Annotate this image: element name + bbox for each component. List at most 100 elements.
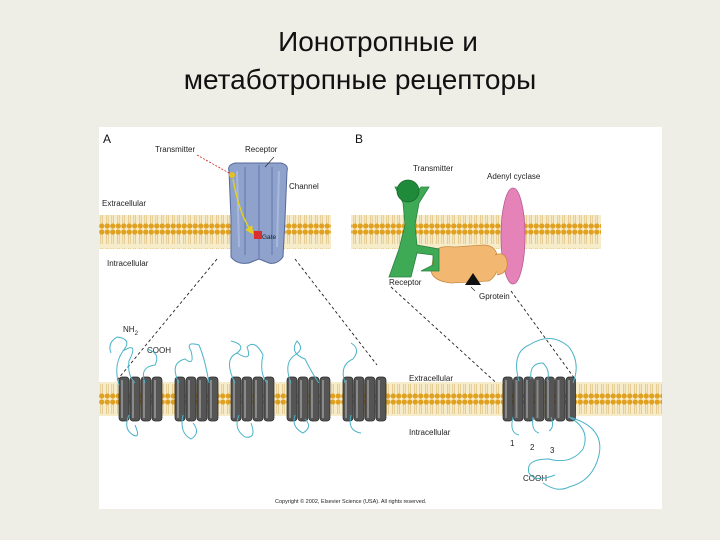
transmitter-molecule xyxy=(229,172,235,178)
panel-b-receptor-label: Receptor xyxy=(389,278,422,287)
loop-number-1: 1 xyxy=(510,439,515,448)
helix-highlight xyxy=(121,380,123,418)
helix-highlight xyxy=(311,380,313,418)
panel-a-membrane xyxy=(99,215,331,249)
transmembrane-helix xyxy=(353,376,365,422)
transmembrane-helix xyxy=(555,376,566,422)
helix-highlight xyxy=(255,380,257,418)
transmembrane-helix xyxy=(185,376,197,422)
transmembrane-helix xyxy=(252,376,264,422)
helix-highlight xyxy=(505,380,507,418)
helix-highlight xyxy=(154,380,156,418)
helix-bundle xyxy=(342,376,387,422)
helix-highlight xyxy=(356,380,358,418)
slide-title-line-2: метаботропные рецепторы xyxy=(183,64,537,95)
transmembrane-helix xyxy=(174,376,186,422)
slide-title-line-1: Ионотропные и xyxy=(278,26,478,57)
helix-highlight xyxy=(557,380,560,418)
helix-highlight xyxy=(367,380,369,418)
helix-bundles xyxy=(118,376,576,422)
loop-number-2: 2 xyxy=(530,443,535,452)
transmembrane-helix xyxy=(375,376,387,422)
copyright-text: Copyright © 2002, Elsevier Science (USA)… xyxy=(275,498,427,505)
transmembrane-helix xyxy=(129,376,141,422)
helix-highlight xyxy=(266,380,268,418)
gate-label: Gate xyxy=(262,234,276,241)
receptor-figure: A Transmitter Receptor Channel Extracell… xyxy=(99,127,662,509)
helix-highlight xyxy=(322,380,324,418)
helix-highlight xyxy=(547,380,549,418)
helix-highlight xyxy=(188,380,190,418)
helix-highlight xyxy=(515,380,518,418)
metabotropic-receptor xyxy=(388,179,440,278)
figure-svg: A Transmitter Receptor Channel Extracell… xyxy=(99,132,662,505)
gprotein-pointer-line xyxy=(470,286,476,292)
transmembrane-helix xyxy=(286,376,298,422)
cooh-right-label: COOH xyxy=(523,474,547,483)
ion-channel-receptor xyxy=(228,162,288,264)
helix-bundle xyxy=(286,376,331,422)
panel-a-extracellular-label: Extracellular xyxy=(102,199,146,208)
projection-lines xyxy=(112,258,576,390)
helix-highlight xyxy=(199,380,201,418)
panel-a-receptor-label: Receptor xyxy=(245,145,278,154)
transmembrane-helix xyxy=(544,376,555,422)
panel-a-letter: A xyxy=(103,132,111,146)
helix-bundle xyxy=(502,376,576,422)
helix-highlight xyxy=(536,380,539,418)
receptor-pointer-line xyxy=(264,156,275,168)
helix-highlight xyxy=(233,380,235,418)
transmembrane-helix xyxy=(523,376,534,422)
helix-highlight xyxy=(378,380,380,418)
panel-a-transmitter-label: Transmitter xyxy=(155,145,195,154)
helix-highlight xyxy=(210,380,212,418)
peptide-chains xyxy=(109,336,601,490)
transmembrane-helix xyxy=(196,376,208,422)
helix-highlight xyxy=(132,380,134,418)
transmembrane-helix xyxy=(230,376,242,422)
transmembrane-helix xyxy=(263,376,275,422)
transmitter-pointer-line xyxy=(196,154,230,174)
panel-b-membrane xyxy=(351,215,601,249)
helix-bundle xyxy=(230,376,275,422)
helix-bundle xyxy=(174,376,219,422)
transmembrane-helix xyxy=(241,376,253,422)
transmembrane-helix xyxy=(207,376,219,422)
helix-highlight xyxy=(526,380,528,418)
transmembrane-helix xyxy=(513,376,524,422)
transmembrane-helix xyxy=(118,376,130,422)
helix-highlight xyxy=(345,380,347,418)
bottom-extracellular-label: Extracellular xyxy=(409,374,453,383)
gprotein-label: Gprotein xyxy=(479,292,510,301)
helix-bundle xyxy=(118,376,163,422)
gate-marker xyxy=(254,231,262,239)
transmitter-ligand xyxy=(396,179,420,203)
bottom-intracellular-label: Intracellular xyxy=(409,428,451,437)
transmembrane-helix xyxy=(297,376,309,422)
transmembrane-helix xyxy=(534,376,545,422)
helix-highlight xyxy=(568,380,570,418)
signal-arrow xyxy=(232,178,254,235)
adenyl-cyclase-label: Adenyl cyclase xyxy=(487,172,541,181)
loop-number-3: 3 xyxy=(550,446,555,455)
helix-highlight xyxy=(300,380,302,418)
transmembrane-helix xyxy=(140,376,152,422)
helix-highlight xyxy=(143,380,145,418)
helix-highlight xyxy=(244,380,246,418)
helix-highlight xyxy=(177,380,179,418)
helix-highlight xyxy=(289,380,291,418)
transmembrane-helix xyxy=(342,376,354,422)
nh2-label: NH2 xyxy=(123,325,139,337)
transmembrane-helix xyxy=(319,376,331,422)
g-protein xyxy=(430,244,508,285)
transmembrane-helix xyxy=(364,376,376,422)
panel-b-transmitter-label: Transmitter xyxy=(413,164,453,173)
transmembrane-helix xyxy=(151,376,163,422)
panel-a-channel-label: Channel xyxy=(289,182,319,191)
panel-a-intracellular-label: Intracellular xyxy=(107,259,149,268)
panel-b-letter: B xyxy=(355,132,363,146)
cooh-left-label: COOH xyxy=(147,346,171,355)
transmembrane-helix xyxy=(502,376,513,422)
transmembrane-helix xyxy=(565,376,576,422)
transmembrane-helix xyxy=(308,376,320,422)
